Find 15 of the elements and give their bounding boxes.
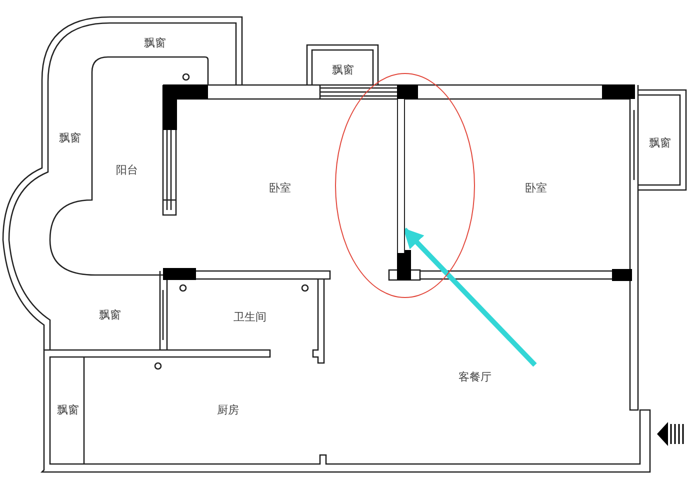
room-label: 飘窗 [649, 138, 671, 148]
room-label: 飘窗 [99, 310, 121, 320]
highlight-ellipse [335, 73, 475, 298]
room-label: 卧室 [269, 182, 291, 194]
room-label: 飘窗 [332, 64, 354, 76]
room-label: 厨房 [217, 404, 239, 416]
room-label: 卧室 [525, 182, 547, 194]
room-label: 卫生间 [234, 312, 266, 322]
room-label: 飘窗 [144, 38, 166, 48]
room-label: 客餐厅 [458, 372, 492, 382]
room-label: 阳台 [116, 164, 138, 176]
wall-segment [396, 98, 404, 252]
pointer-arrow [402, 228, 537, 367]
room-label: 飘窗 [59, 132, 81, 144]
room-label: 飘窗 [57, 404, 79, 416]
